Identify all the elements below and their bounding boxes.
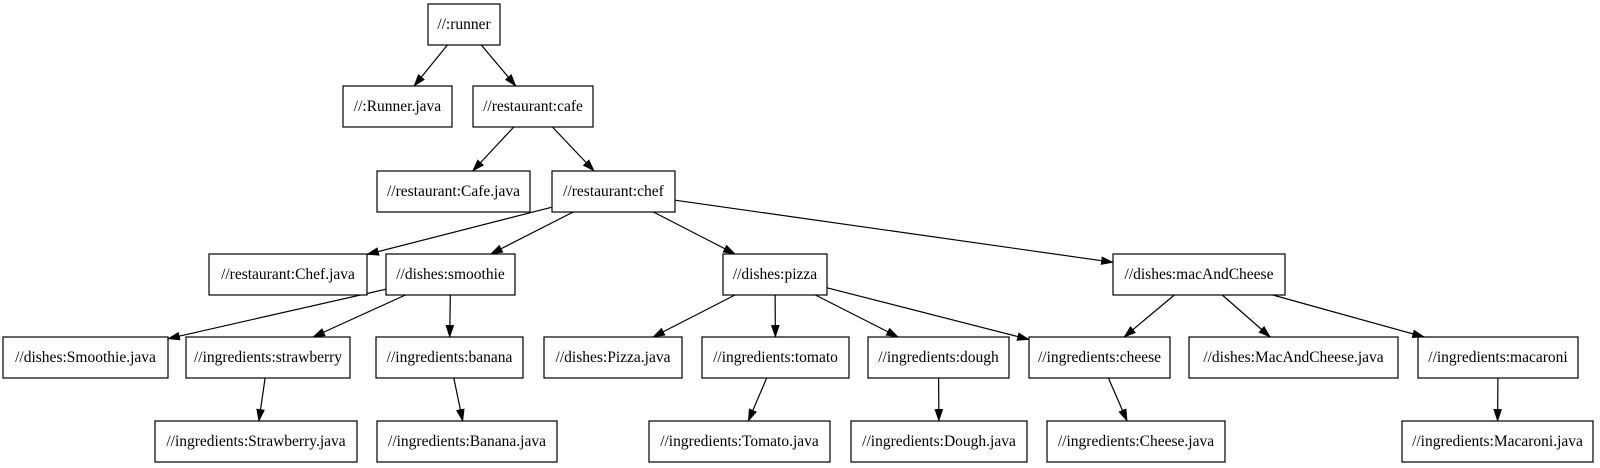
graph-edge-smoothie-to-smoothie-java [166, 288, 387, 341]
graph-edge-mac-and-cheese-to-macaroni [1272, 294, 1426, 338]
graph-node-box-smoothie-java [2, 336, 169, 379]
graph-node-label-chef: //restaurant:chef [563, 183, 665, 200]
graph-node-box-macaroni [1417, 336, 1579, 379]
graph-node-box-banana [375, 336, 524, 379]
graph-node-smoothie: //dishes:smoothie [385, 253, 516, 296]
graph-node-box-dough [867, 336, 1010, 379]
graph-node-label-mac-and-cheese-java: //dishes:MacAndCheese.java [1203, 349, 1383, 366]
graph-node-macaroni: //ingredients:macaroni [1417, 336, 1579, 379]
graph-edge-pizza-to-pizza-java [652, 294, 736, 338]
graph-edge-cafe-to-cafe-java [471, 126, 515, 172]
graph-node-box-runner-java [342, 85, 453, 128]
graph-node-box-pizza-java [543, 336, 683, 379]
graph-edge-cheese-to-cheese-java [1107, 377, 1128, 422]
graph-node-runner: //:runner [427, 3, 501, 46]
graph-node-box-cheese-java [1046, 420, 1226, 463]
graph-edge-chef-to-mac-and-cheese [674, 199, 1115, 265]
graph-node-label-dough: //ingredients:dough [878, 349, 999, 366]
graph-node-label-runner-java: //:Runner.java [354, 98, 442, 115]
graph-node-cafe: //restaurant:cafe [472, 85, 594, 128]
graph-edge-pizza-to-cheese [826, 287, 1031, 341]
graph-node-chef-java: //restaurant:Chef.java [208, 253, 368, 296]
graph-edge-mac-and-cheese-to-mac-and-cheese-java [1221, 294, 1272, 338]
graph-node-box-cafe-java [376, 170, 531, 213]
graph-node-banana-java: //ingredients:Banana.java [376, 420, 558, 463]
graph-edge-runner-to-runner-java [413, 44, 448, 87]
graph-node-box-dough-java [850, 420, 1028, 463]
graph-node-box-strawberry [185, 336, 351, 379]
graph-node-box-smoothie [385, 253, 516, 296]
graph-node-pizza-java: //dishes:Pizza.java [543, 336, 683, 379]
graph-node-banana: //ingredients:banana [375, 336, 524, 379]
graph-node-label-dough-java: //ingredients:Dough.java [862, 433, 1016, 450]
graph-node-box-runner [427, 3, 501, 46]
graph-node-label-macaroni: //ingredients:macaroni [1428, 349, 1568, 366]
graph-node-cafe-java: //restaurant:Cafe.java [376, 170, 531, 213]
graph-edge-tomato-to-tomato-java [747, 377, 768, 422]
graph-node-label-runner: //:runner [437, 16, 491, 33]
graph-node-label-pizza: //dishes:pizza [733, 266, 817, 283]
graph-node-label-cheese-java: //ingredients:Cheese.java [1058, 433, 1214, 450]
graph-node-label-cafe: //restaurant:cafe [483, 98, 583, 115]
graph-node-chef: //restaurant:chef [551, 170, 676, 213]
graph-edge-smoothie-to-banana [445, 294, 455, 339]
graph-node-label-banana: //ingredients:banana [387, 349, 513, 366]
graph-node-mac-and-cheese: //dishes:macAndCheese [1112, 253, 1286, 296]
graph-edge-runner-to-cafe [480, 44, 517, 87]
graph-node-box-chef-java [208, 253, 368, 296]
graph-node-cheese-java: //ingredients:Cheese.java [1046, 420, 1226, 463]
graph-node-box-cheese [1028, 336, 1171, 379]
graph-edge-banana-to-banana-java [453, 377, 465, 423]
graph-node-label-pizza-java: //dishes:Pizza.java [556, 349, 671, 366]
graph-node-strawberry-java: //ingredients:Strawberry.java [154, 420, 358, 463]
graph-node-box-chef [551, 170, 676, 213]
graph-node-label-strawberry: //ingredients:strawberry [194, 349, 342, 366]
graph-node-label-mac-and-cheese: //dishes:macAndCheese [1125, 266, 1274, 283]
graph-edge-chef-to-pizza [653, 211, 737, 255]
graph-node-box-mac-and-cheese-java [1188, 336, 1399, 379]
graph-node-label-macaroni-java: //ingredients:Macaroni.java [1412, 433, 1583, 450]
graph-node-box-tomato-java [648, 420, 831, 463]
graph-node-strawberry: //ingredients:strawberry [185, 336, 351, 379]
graph-node-tomato-java: //ingredients:Tomato.java [648, 420, 831, 463]
graph-node-box-tomato [701, 336, 850, 379]
graph-node-label-chef-java: //restaurant:Chef.java [221, 266, 355, 283]
graph-node-label-banana-java: //ingredients:Banana.java [388, 433, 546, 450]
graph-node-box-banana-java [376, 420, 558, 463]
graph-node-box-pizza [722, 253, 828, 296]
graph-node-label-tomato: //ingredients:tomato [713, 349, 838, 366]
graph-node-label-cafe-java: //restaurant:Cafe.java [387, 183, 520, 200]
graph-node-box-cafe [472, 85, 594, 128]
graph-node-label-tomato-java: //ingredients:Tomato.java [660, 433, 819, 450]
graph-edge-mac-and-cheese-to-cheese [1123, 294, 1175, 338]
graph-node-runner-java: //:Runner.java [342, 85, 453, 128]
graph-node-mac-and-cheese-java: //dishes:MacAndCheese.java [1188, 336, 1399, 379]
graph-node-label-strawberry-java: //ingredients:Strawberry.java [166, 433, 345, 450]
graph-node-pizza: //dishes:pizza [722, 253, 828, 296]
graph-node-cheese: //ingredients:cheese [1028, 336, 1171, 379]
graph-edge-cafe-to-chef [551, 126, 595, 172]
graph-edge-strawberry-to-strawberry-java [256, 377, 266, 423]
graph-edge-pizza-to-dough [815, 294, 900, 338]
graph-node-label-smoothie-java: //dishes:Smoothie.java [15, 349, 156, 366]
graph-node-label-smoothie: //dishes:smoothie [396, 266, 505, 283]
graph-node-box-macaroni-java [1401, 420, 1594, 463]
graph-edge-chef-to-smoothie [489, 211, 574, 255]
graph-node-label-cheese: //ingredients:cheese [1038, 349, 1161, 366]
graph-edge-chef-to-chef-java [365, 206, 553, 256]
graph-node-macaroni-java: //ingredients:Macaroni.java [1401, 420, 1594, 463]
graph-edge-smoothie-to-strawberry [312, 294, 406, 338]
graph-node-dough-java: //ingredients:Dough.java [850, 420, 1028, 463]
graph-node-box-strawberry-java [154, 420, 358, 463]
graph-node-box-mac-and-cheese [1112, 253, 1286, 296]
graph-node-dough: //ingredients:dough [867, 336, 1010, 379]
graph-node-tomato: //ingredients:tomato [701, 336, 850, 379]
graph-node-smoothie-java: //dishes:Smoothie.java [2, 336, 169, 379]
